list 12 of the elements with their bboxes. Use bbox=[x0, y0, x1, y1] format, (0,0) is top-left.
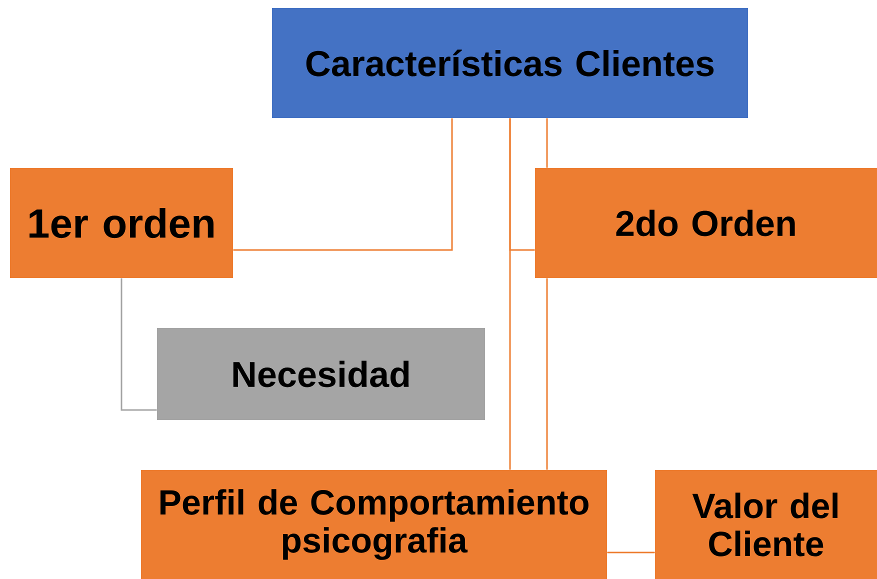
box: 2do Orden bbox=[535, 168, 877, 278]
box: Valor del Cliente bbox=[655, 470, 877, 579]
connector-line bbox=[120, 278, 157, 411]
box: Perfil de Comportamiento psicografia bbox=[141, 470, 607, 579]
box: Características Clientes bbox=[272, 8, 748, 118]
connector-line bbox=[233, 118, 453, 251]
connector-line bbox=[546, 278, 548, 470]
connector-line bbox=[607, 552, 655, 554]
connector-line bbox=[546, 118, 548, 168]
connector-line bbox=[509, 118, 535, 251]
box: 1er orden bbox=[10, 168, 233, 278]
box: Necesidad bbox=[157, 328, 485, 420]
